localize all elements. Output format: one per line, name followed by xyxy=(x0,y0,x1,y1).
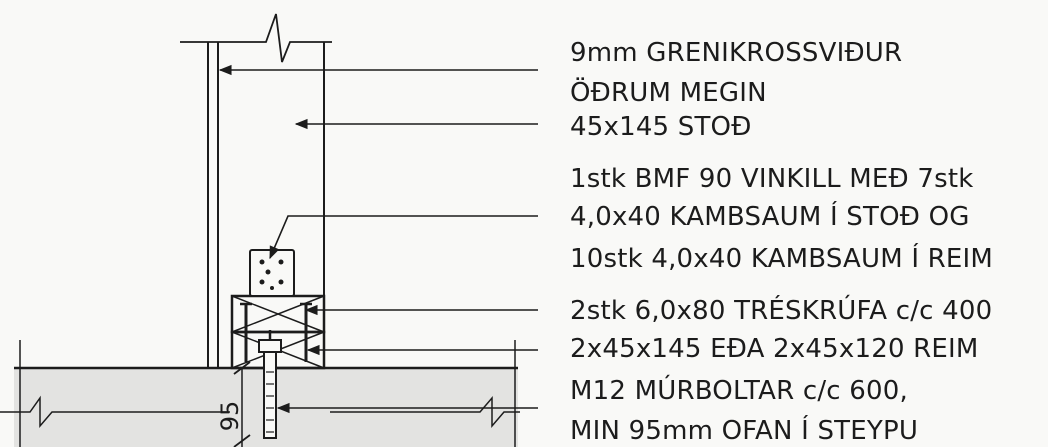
bmf-angle-bracket-icon xyxy=(249,249,295,297)
label-nails-stud: 4,0x40 KAMBSAUM Í STOÐ OG xyxy=(570,202,970,232)
label-wood-screws: 2stk 6,0x80 TRÉSKRÚFA c/c 400 xyxy=(570,296,993,326)
label-anchor-bolts: M12 MÚRBOLTAR c/c 600, xyxy=(570,376,908,406)
dimension-value: 95 xyxy=(216,401,244,432)
label-nails-plate: 10stk 4,0x40 KAMBSAUM Í REIM xyxy=(570,244,994,274)
break-line-top xyxy=(180,13,332,63)
label-plywood: 9mm GRENIKROSSVIÐUR xyxy=(570,38,903,68)
leader-lines xyxy=(218,64,538,414)
plywood-sheet xyxy=(207,42,219,368)
label-bottom-plates: 2x45x145 EÐA 2x45x120 REIM xyxy=(570,334,979,364)
label-embed-depth: MIN 95mm OFAN Í STEYPU xyxy=(570,416,919,446)
concrete-slab xyxy=(0,340,520,447)
label-other-side: ÖÐRUM MEGIN xyxy=(570,78,767,108)
leader-bracket xyxy=(269,215,538,260)
label-bracket: 1stk BMF 90 VINKILL MEÐ 7stk xyxy=(570,164,974,194)
embed-depth-dimension: 95 xyxy=(216,361,251,447)
label-stud: 45x145 STOÐ xyxy=(570,112,752,142)
anchor-bolt-icon xyxy=(258,330,282,439)
